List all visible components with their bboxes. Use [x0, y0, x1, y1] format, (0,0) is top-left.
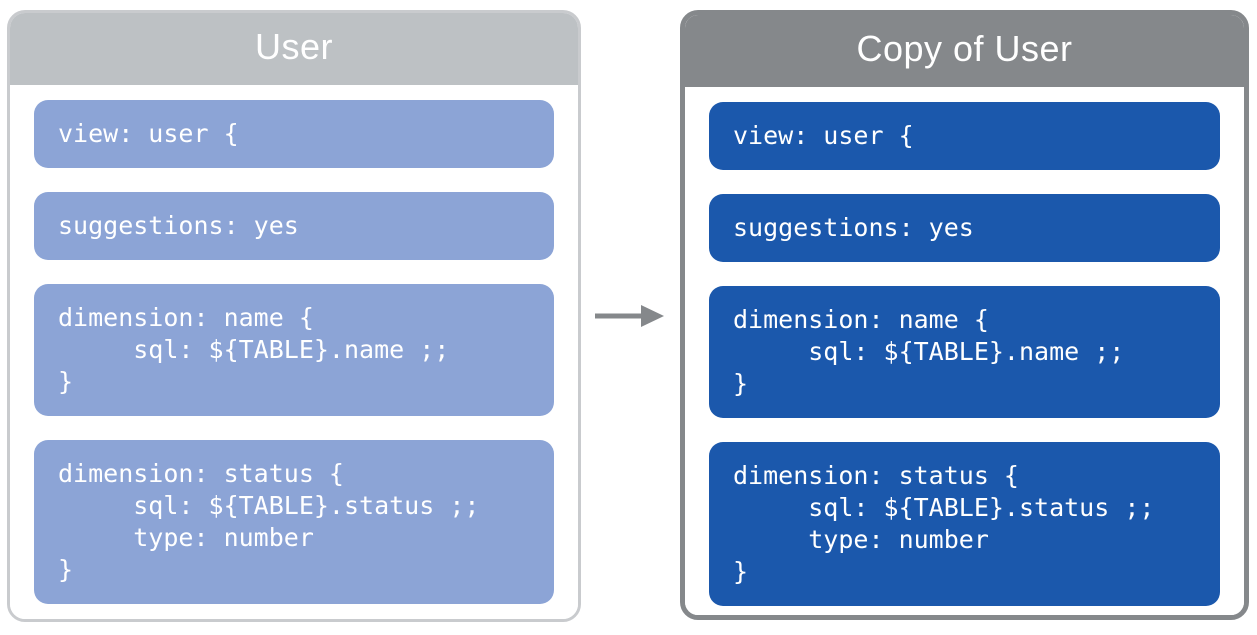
copy-code-block-suggestions-param: suggestions: yes — [709, 194, 1220, 262]
copy-panel-title: Copy of User — [856, 28, 1073, 69]
source-panel-body: view: user { suggestions: yes dimension:… — [10, 85, 578, 619]
source-panel-title: User — [254, 26, 333, 67]
source-panel-header: User — [10, 13, 578, 85]
source-code-block-dimension-status: dimension: status { sql: ${TABLE}.status… — [34, 440, 554, 604]
copy-panel-header: Copy of User — [685, 15, 1244, 87]
copy-code-block-dimension-name: dimension: name { sql: ${TABLE}.name ;; … — [709, 286, 1220, 418]
copy-panel-body: view: user { suggestions: yes dimension:… — [685, 87, 1244, 615]
source-code-block-dimension-name: dimension: name { sql: ${TABLE}.name ;; … — [34, 284, 554, 416]
copy-code-block-view-declaration: view: user { — [709, 102, 1220, 170]
copy-arrow — [593, 303, 665, 329]
source-code-block-suggestions-param: suggestions: yes — [34, 192, 554, 260]
source-panel: User view: user { suggestions: yes dimen… — [7, 10, 581, 622]
source-code-block-view-declaration: view: user { — [34, 100, 554, 168]
right-arrow-icon — [595, 305, 664, 327]
copy-panel: Copy of User view: user { suggestions: y… — [680, 10, 1249, 620]
copy-code-block-dimension-status: dimension: status { sql: ${TABLE}.status… — [709, 442, 1220, 606]
